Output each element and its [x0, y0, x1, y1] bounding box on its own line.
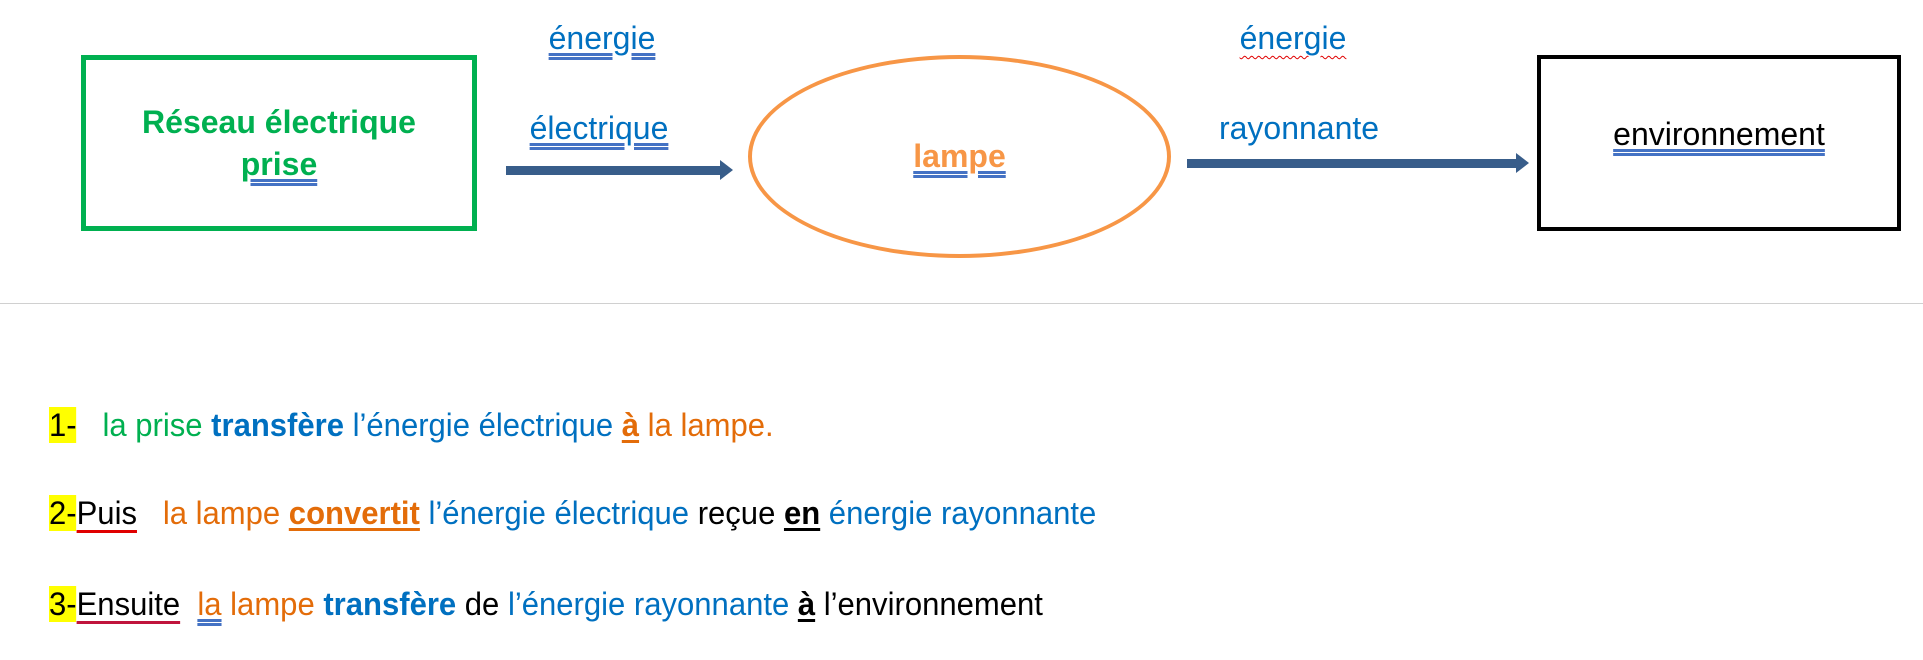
arrow-radiant-energy: [1187, 153, 1529, 173]
sentence-3: 3-Ensuite la lampe transfère de l’énergi…: [49, 586, 1043, 623]
source-box-reseau-electrique: Réseau électrique prise: [81, 55, 477, 231]
source-box-title: Réseau électrique: [142, 104, 416, 140]
text-fragment: transfère: [211, 407, 345, 443]
text-fragment: Ensuite: [76, 586, 181, 622]
sentence-2: 2-Puis la lampe convertit l’énergie élec…: [49, 495, 1096, 532]
text-fragment: transfère: [323, 586, 457, 622]
arrow-electric-energy: [506, 160, 733, 180]
text-fragment: à: [797, 586, 816, 622]
text-fragment: la prise: [102, 407, 203, 443]
text-fragment: la lampe.: [647, 407, 774, 443]
text-fragment: Puis: [76, 495, 137, 531]
text-fragment: l’environnement: [823, 586, 1043, 622]
text-fragment: convertit: [288, 495, 420, 531]
text-fragment: l’énergie électrique: [428, 495, 690, 531]
arrow2-label-top: énergie: [1239, 20, 1347, 56]
text-fragment: de: [464, 586, 500, 622]
target-box-label: environnement: [1613, 115, 1825, 152]
converter-ellipse-lampe: lampe: [748, 55, 1171, 258]
arrow1-label-bottom: électrique: [529, 110, 669, 146]
sentence-number: 1-: [49, 407, 77, 443]
arrow2-label-bottom: rayonnante: [1218, 110, 1380, 146]
converter-label: lampe: [913, 138, 1006, 174]
text-fragment: à: [621, 407, 640, 443]
text-fragment: l’énergie électrique: [352, 407, 614, 443]
target-box-environnement: environnement: [1537, 55, 1901, 231]
text-fragment: l’énergie rayonnante: [507, 586, 790, 622]
sentence-1: 1- la prise transfère l’énergie électriq…: [49, 407, 774, 444]
sentence-number: 3-: [49, 586, 77, 622]
text-fragment: en: [783, 495, 821, 531]
divider: [0, 303, 1923, 304]
text-fragment: la lampe: [162, 495, 281, 531]
text-fragment: lampe: [230, 586, 315, 622]
text-fragment: reçue: [697, 495, 776, 531]
text-fragment: la: [197, 586, 222, 622]
arrow1-label-top: énergie: [548, 20, 656, 56]
text-fragment: énergie rayonnante: [828, 495, 1097, 531]
sentence-number: 2-: [49, 495, 77, 531]
source-box-subtitle: prise: [240, 146, 318, 182]
